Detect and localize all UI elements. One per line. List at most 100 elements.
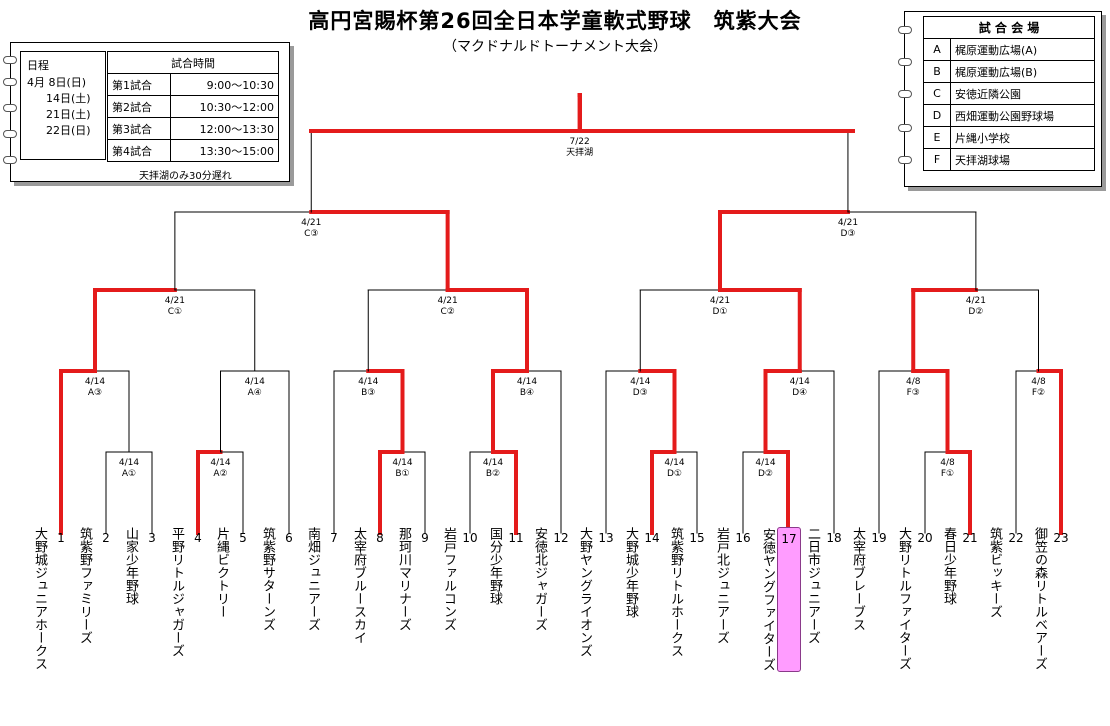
game-date: 4/21 <box>301 218 322 228</box>
schedule-note: 天拝湖のみ30分遅れ <box>139 171 232 182</box>
binder-ring-icon <box>898 156 912 164</box>
game-code: D③ <box>632 388 648 398</box>
team-name: 大野リトルファイターズ <box>896 527 911 670</box>
team-9: 9 那珂川マリナーズ <box>396 527 436 631</box>
team-name: 二日市ジュニアーズ <box>805 527 820 644</box>
binder-ring-icon <box>898 26 912 34</box>
team-number: 21 <box>962 531 978 545</box>
team-16: 16 岩戸北ジュニアーズ <box>714 527 754 644</box>
binder-ring-icon <box>3 78 17 86</box>
team-name: 岩戸ファルコンズ <box>441 527 456 631</box>
team-7: 7 南畑ジュニアーズ <box>305 527 345 631</box>
team-name: 安徳ヤングファイターズ <box>760 528 775 671</box>
game-label: 第4試合 <box>106 139 172 162</box>
game-date: 4/8 <box>906 377 921 387</box>
binder-ring-icon <box>898 124 912 132</box>
game-date: 4/21 <box>164 296 185 306</box>
team-number: 8 <box>376 531 384 545</box>
team-number: 17 <box>781 532 797 546</box>
venue-code: F <box>923 148 951 171</box>
team-name: 山家少年野球 <box>123 527 138 605</box>
dates-header: 日程 <box>27 59 49 72</box>
team-number: 23 <box>1053 531 1069 545</box>
team-name: 太宰府ブレーブス <box>850 527 865 631</box>
game-code: A② <box>213 469 228 479</box>
binder-ring-icon <box>3 104 17 112</box>
game-code: F① <box>940 469 955 479</box>
team-name: 安徳北ジャガーズ <box>532 527 547 631</box>
team-name: 南畑ジュニアーズ <box>305 527 320 631</box>
game-date: 4/21 <box>709 296 731 306</box>
team-number: 6 <box>285 531 293 545</box>
game-date: 4/14 <box>516 377 538 387</box>
game-code: C② <box>440 307 455 317</box>
date-4: 22日(日) <box>46 124 91 137</box>
date-1: 4月 8日(日) <box>27 76 87 89</box>
schedule-panel: 日程 4月 8日(日) 14日(土) 21日(土) 22日(日) 試合時間 第1… <box>10 42 290 182</box>
team-number: 5 <box>239 531 247 545</box>
binder-ring-icon <box>3 156 17 164</box>
game-date: 4/14 <box>392 458 413 468</box>
team-name: 国分少年野球 <box>487 527 502 605</box>
binder-ring-icon <box>3 56 17 64</box>
date-2: 14日(土) <box>46 92 91 105</box>
game-date: 7/22 <box>569 137 590 147</box>
game-label: 第3試合 <box>106 117 172 140</box>
game-date: 4/14 <box>755 458 776 468</box>
game-date: 4/21 <box>837 218 859 228</box>
game-date: 4/14 <box>630 377 651 387</box>
game-code: F③ <box>906 388 920 398</box>
game-code: A④ <box>247 388 262 398</box>
game-code: 天拝湖 <box>566 148 594 158</box>
game-date: 4/21 <box>437 296 458 306</box>
game-code: D② <box>968 307 984 317</box>
game-code: B④ <box>519 388 535 398</box>
game-date: 4/8 <box>940 458 955 468</box>
team-name: 片縄ビクトリー <box>214 527 229 618</box>
team-number: 13 <box>598 531 614 545</box>
team-name: 大野城少年野球 <box>623 527 638 618</box>
binder-ring-icon <box>898 58 912 66</box>
game-code: B③ <box>361 388 376 398</box>
team-name: 岩戸北ジュニアーズ <box>714 527 729 644</box>
team-name: 筑紫野リトルホークス <box>668 527 683 657</box>
game-date: 4/14 <box>84 377 106 387</box>
team-number: 7 <box>330 531 338 545</box>
game-date: 4/14 <box>118 458 140 468</box>
team-number: 16 <box>735 531 751 545</box>
team-name: 平野リトルジャガーズ <box>169 527 184 657</box>
game-date: 4/14 <box>244 377 265 387</box>
game-date: 4/14 <box>210 458 231 468</box>
game-code: B② <box>485 469 501 479</box>
page-title: 高円宮賜杯第26回全日本学童軟式野球 筑紫大会 <box>308 9 802 33</box>
team-name: 那珂川マリナーズ <box>396 527 411 631</box>
game-code: A① <box>121 469 137 479</box>
team-number: 2 <box>102 531 110 545</box>
date-3: 21日(土) <box>46 108 91 121</box>
team-number: 9 <box>421 531 429 545</box>
